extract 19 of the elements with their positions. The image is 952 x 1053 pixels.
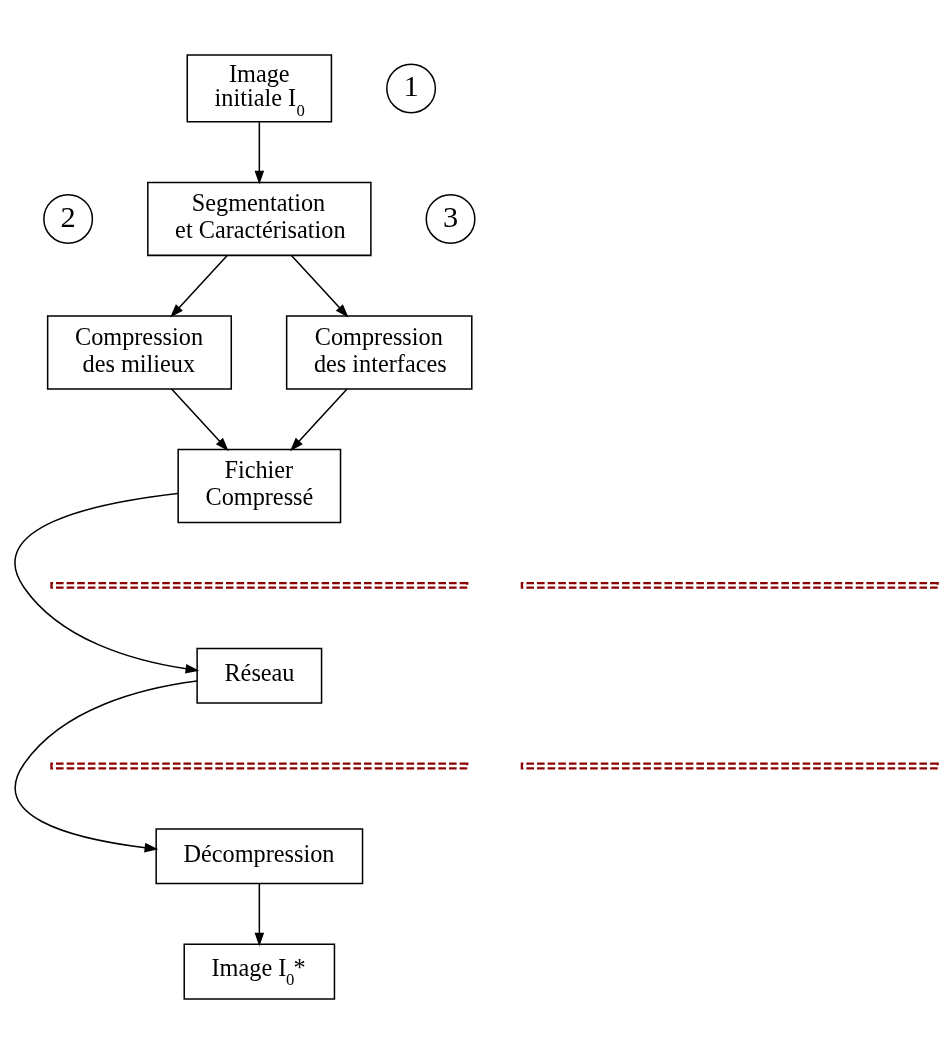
node-box: Compression des milieux [46, 314, 233, 390]
node-box: Compression des interfaces [285, 314, 473, 390]
arrow [290, 254, 349, 318]
node-box: Fichier Compressé [177, 448, 342, 523]
node-box: Segmentation et Caractérisation [147, 181, 372, 256]
arrow [290, 387, 348, 451]
node-box: Image I$_{0}$* [183, 943, 336, 1000]
label: 2 [60, 199, 76, 234]
arrow [14, 679, 198, 852]
label: 3 [442, 199, 459, 234]
node-box: Décompression [155, 827, 364, 884]
arrow [254, 882, 265, 946]
label: 1 [403, 68, 419, 103]
node-box: Image initiale I$_{0}$ [186, 53, 333, 123]
arrow [170, 254, 228, 318]
arrow [254, 120, 265, 184]
arrow [170, 387, 229, 451]
arrow [14, 492, 200, 673]
node-box: Réseau [196, 647, 323, 704]
